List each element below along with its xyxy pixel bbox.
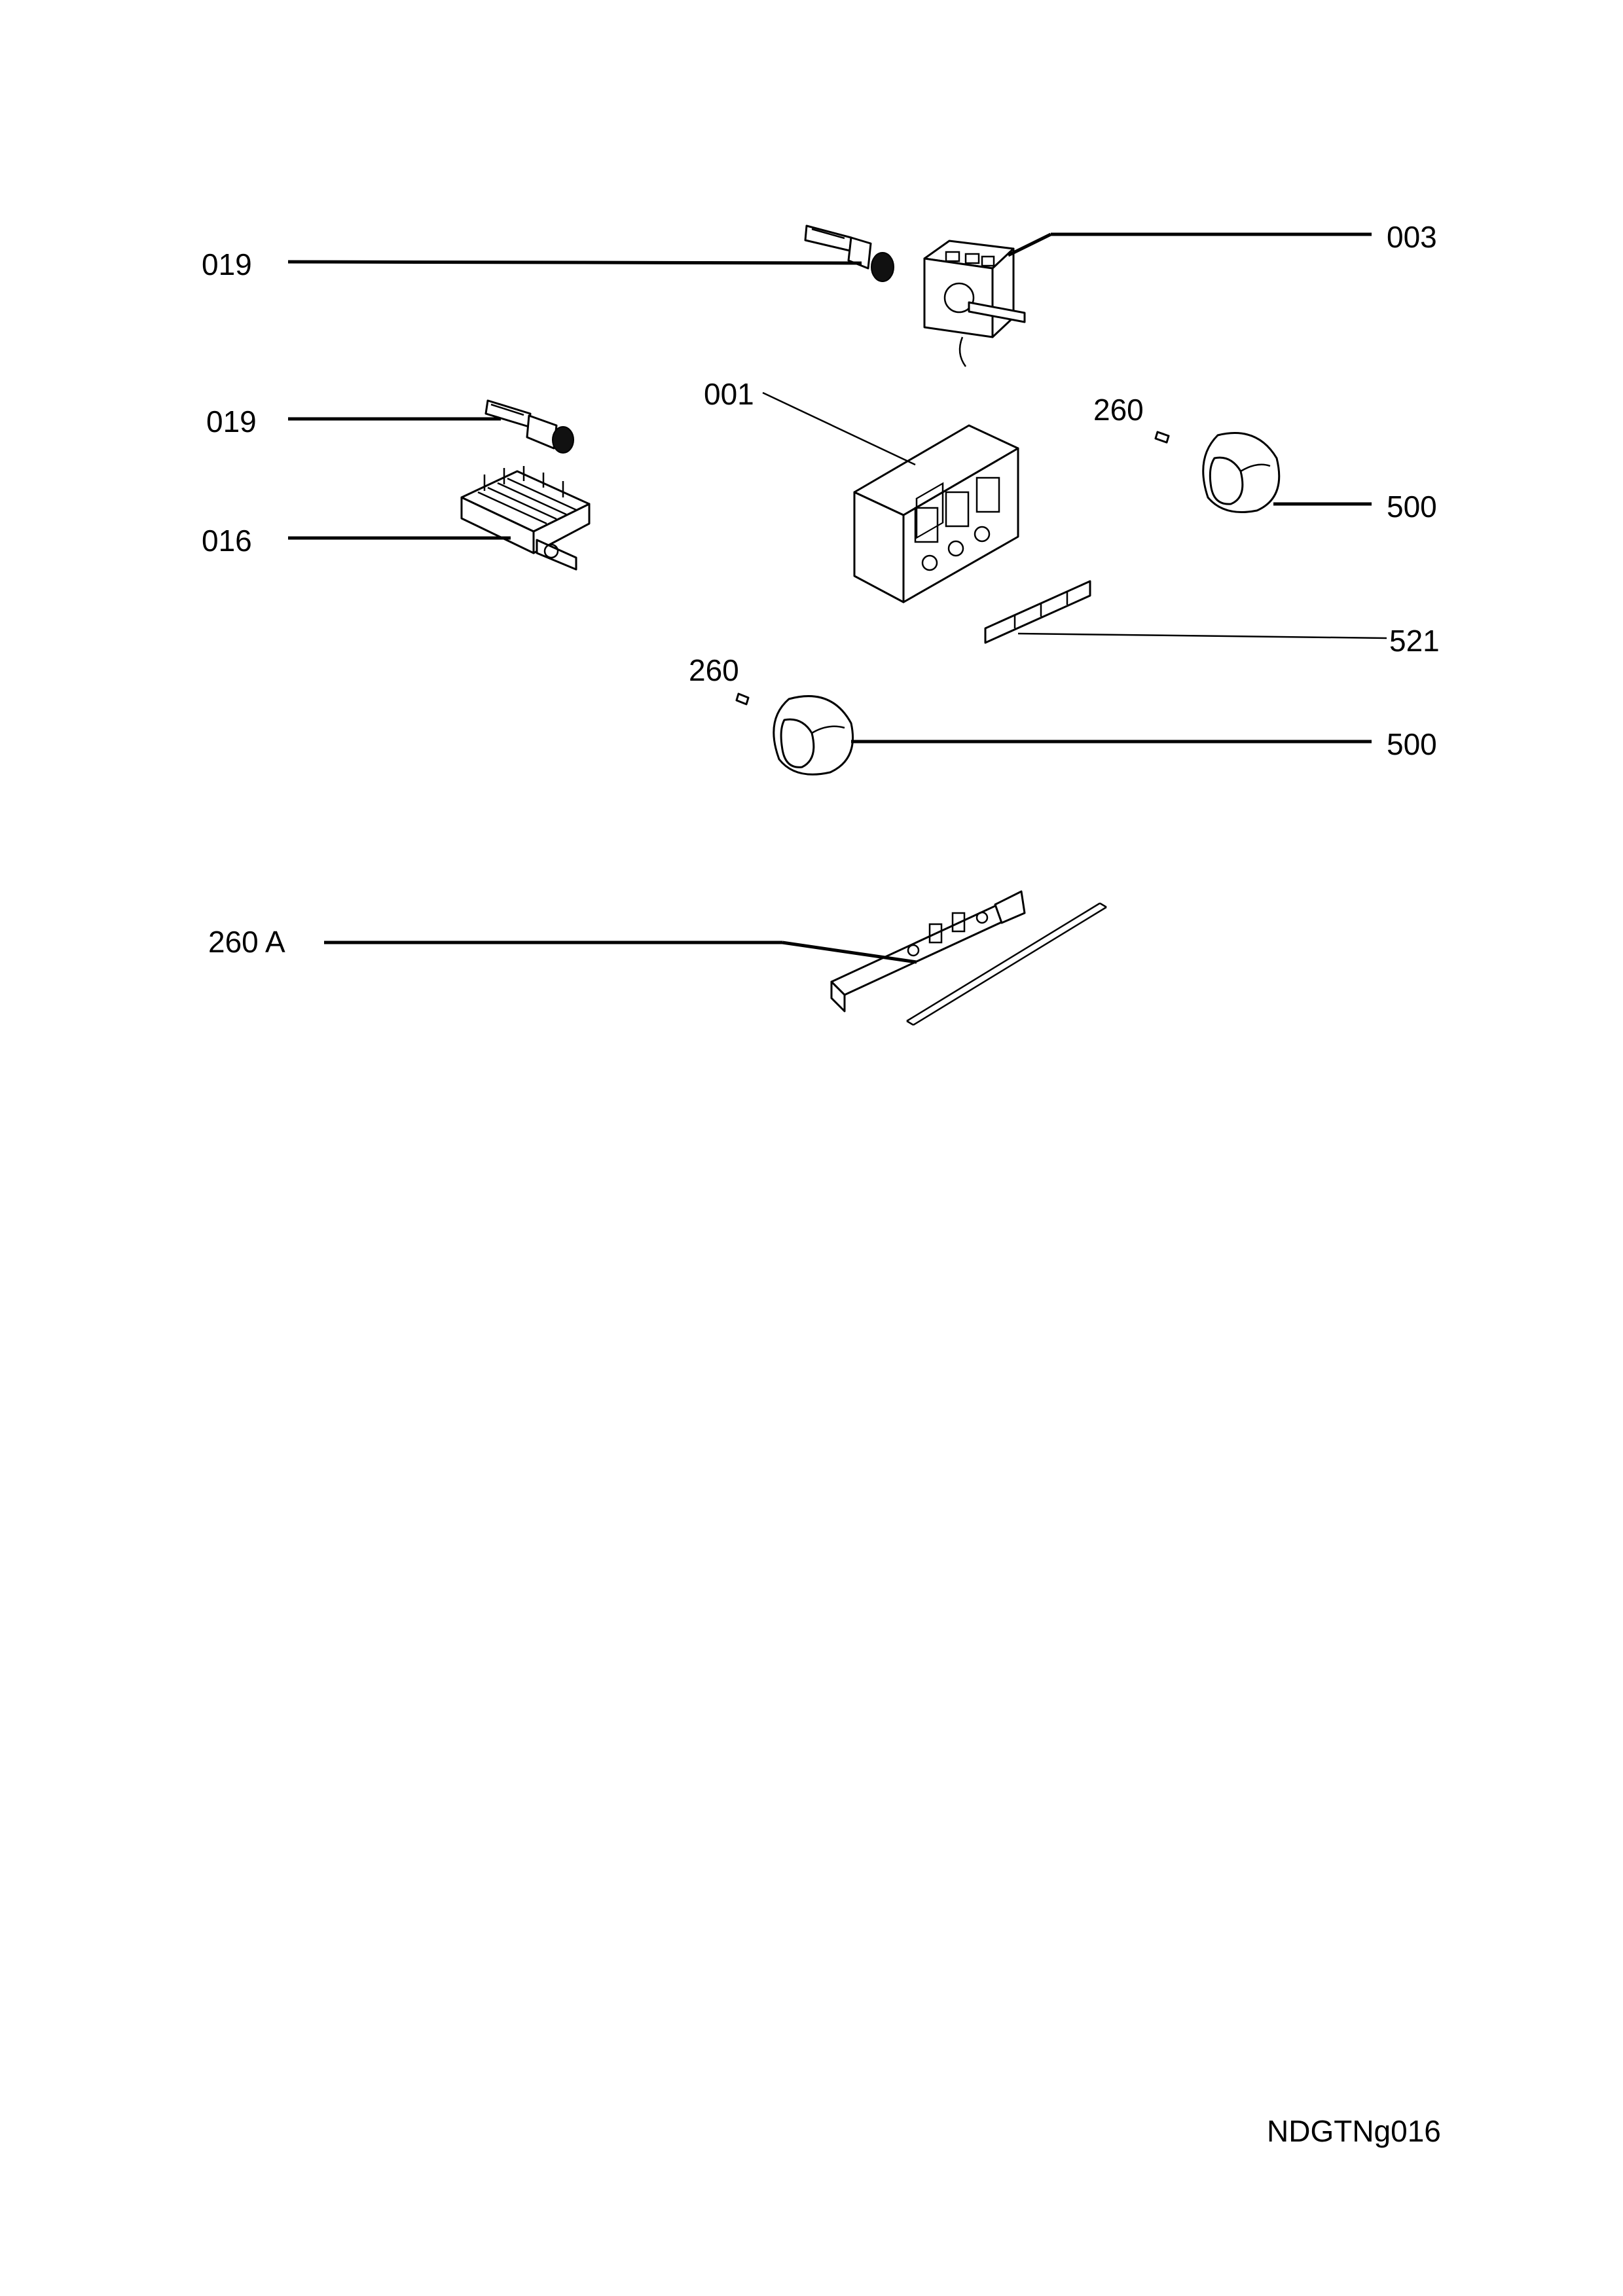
- part-019-indicator-lamp-middle: [484, 399, 574, 454]
- label-500-upper: 500: [1387, 490, 1437, 524]
- label-260-upper: 260: [1093, 393, 1144, 427]
- label-521: 521: [1389, 624, 1440, 658]
- part-003-energy-regulator: [923, 240, 1026, 367]
- leader-line-019-top: [287, 260, 862, 265]
- label-500-lower: 500: [1387, 727, 1437, 761]
- leader-line-260A-b: [782, 941, 917, 964]
- label-016: 016: [202, 524, 252, 558]
- part-019-indicator-lamp-top: [804, 224, 894, 282]
- label-003: 003: [1387, 220, 1437, 254]
- leader-line-003: [1007, 232, 1052, 257]
- label-260A: 260 A: [208, 925, 285, 959]
- part-521-strip: [984, 580, 1091, 644]
- label-019-middle: 019: [206, 404, 257, 439]
- leader-line-521: [1017, 632, 1387, 639]
- part-001-electronic-timer: [853, 424, 1019, 603]
- part-500-knob-upper: [1202, 432, 1281, 513]
- label-260-lower: 260: [689, 653, 739, 687]
- leader-line-001: [762, 391, 916, 466]
- drawing-code: NDGTNg016: [1267, 2114, 1441, 2148]
- part-500-knob-lower: [773, 695, 854, 776]
- label-019-top: 019: [202, 247, 252, 281]
- part-260-clip-lower: [735, 692, 750, 706]
- part-260A-bracket: [830, 890, 1107, 1026]
- part-016-selector-switch: [460, 466, 591, 571]
- part-260-clip-upper: [1154, 431, 1170, 444]
- label-001: 001: [704, 377, 754, 411]
